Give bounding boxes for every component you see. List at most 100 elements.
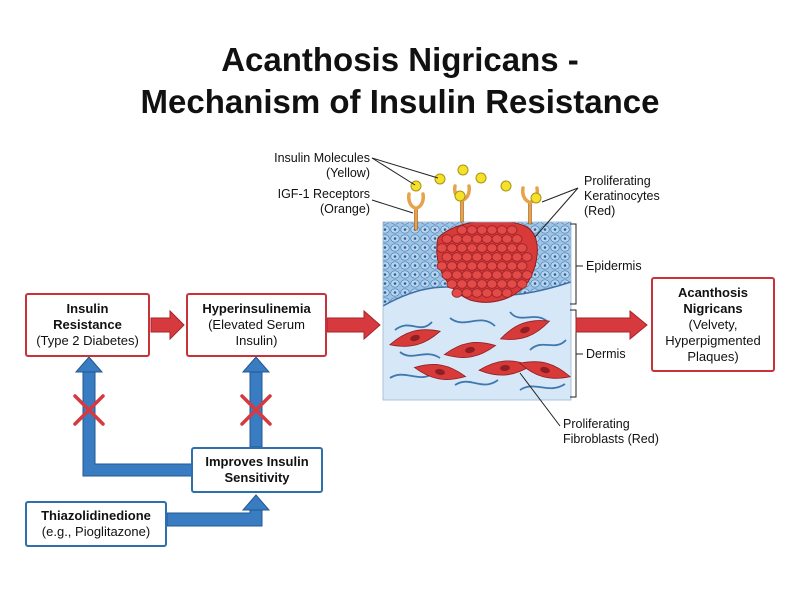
keratinocyte (466, 225, 478, 235)
keratinocyte (461, 288, 473, 298)
keratinocyte (471, 234, 483, 244)
skin-cross-section (383, 222, 571, 400)
keratinocyte (491, 234, 503, 244)
keratinocyte (471, 270, 483, 280)
keratinocyte (436, 261, 448, 271)
blue-arrows (74, 356, 271, 527)
keratinocyte (486, 225, 498, 235)
insulin-molecule (410, 180, 422, 192)
keratinocyte (496, 261, 508, 271)
fibroblast (413, 363, 467, 381)
insulin-molecule (530, 192, 542, 204)
block-marks (73, 394, 272, 426)
keratinocyte (446, 279, 458, 289)
keratinocyte (436, 243, 448, 253)
receptor-stem (460, 199, 464, 223)
fibroblasts-label: Proliferating Fibroblasts (Red) (563, 417, 659, 446)
keratinocyte (476, 225, 488, 235)
collagen-fiber (399, 351, 441, 359)
collagen-fiber (394, 321, 433, 331)
keratinocyte (481, 270, 493, 280)
insulin-molecules (410, 164, 542, 204)
igf1-receptor (407, 192, 425, 231)
fibroblast (499, 320, 551, 340)
title-line-2: Mechanism of Insulin Resistance (140, 83, 660, 120)
arrow-hyperinsulinemia-to-skin (326, 309, 381, 341)
keratinocyte (441, 270, 453, 280)
thiazolidinedione-box: Thiazolidinedione (e.g., Pioglitazone) (25, 501, 167, 547)
keratinocyte (481, 252, 493, 262)
fibroblast-nucleus (500, 364, 510, 372)
arrow-resistance-to-hyperinsulinemia (150, 309, 185, 341)
collagen-fiber (449, 317, 496, 327)
igf1-receptors-label: IGF-1 Receptors (Orange) (277, 187, 370, 216)
fibroblast (389, 329, 441, 347)
keratinocyte (491, 270, 503, 280)
keratinocyte (506, 225, 518, 235)
x-mark-left (73, 394, 105, 426)
keratinocyte (491, 252, 503, 262)
receptor-stem (414, 207, 418, 231)
keratinocyte (471, 252, 483, 262)
keratinocyte (476, 261, 488, 271)
keratinocyte (451, 288, 463, 298)
arrow-skin-to-acanthosis (575, 309, 648, 341)
title-line-1: Acanthosis Nigricans - (221, 41, 579, 78)
receptor-stem (528, 201, 532, 225)
receptor-arm-right (415, 192, 425, 210)
keratinocyte (516, 243, 528, 253)
keratinocyte (451, 234, 463, 244)
keratinocyte (441, 234, 453, 244)
insulin-resistance-box: Insulin Resistance (Type 2 Diabetes) (25, 293, 150, 357)
keratinocyte (476, 243, 488, 253)
keratinocyte (486, 279, 498, 289)
keratinocytes-label: Proliferating Keratinocytes (Red) (584, 174, 660, 218)
improves-insulin-sensitivity-box: Improves Insulin Sensitivity (191, 447, 323, 493)
keratinocyte (521, 252, 533, 262)
keratinocyte (481, 234, 493, 244)
receptor-arm-left (407, 192, 417, 210)
keratinocyte (486, 261, 498, 271)
keratinocyte (451, 252, 463, 262)
insulin-molecule (434, 173, 446, 185)
collagen-fiber (519, 383, 566, 391)
keratinocyte (461, 270, 473, 280)
keratinocyte (506, 279, 518, 289)
keratinocyte (521, 270, 533, 280)
keratinocyte (511, 270, 523, 280)
x-mark-right (240, 394, 272, 426)
fibroblast (519, 361, 571, 379)
pointer-lines (371, 157, 583, 427)
keratinocyte (486, 243, 498, 253)
insulin-molecules-label: Insulin Molecules (Yellow) (274, 151, 370, 180)
fibroblast-group (389, 311, 571, 391)
fibroblast (443, 341, 497, 359)
keratinocyte (501, 288, 513, 298)
keratinocyte (456, 225, 468, 235)
keratinocyte (466, 243, 478, 253)
keratinocyte (461, 234, 473, 244)
collagen-fiber (529, 339, 567, 351)
fibroblast-nucleus (435, 368, 445, 376)
keratinocyte (456, 243, 468, 253)
epidermis-label: Epidermis (586, 259, 642, 273)
dermis-label: Dermis (586, 347, 626, 361)
keratinocyte (491, 288, 503, 298)
insulin-molecule (475, 172, 487, 184)
keratinocyte (496, 243, 508, 253)
keratinocyte (446, 243, 458, 253)
fibroblast-nucleus (540, 366, 550, 374)
keratinocyte-cluster (436, 222, 538, 303)
keratinocyte (496, 225, 508, 235)
keratinocyte (471, 288, 483, 298)
receptor-arm-left (521, 186, 531, 204)
keratinocyte (466, 279, 478, 289)
fibroblast-nucleus (465, 346, 475, 354)
keratinocyte (476, 279, 488, 289)
insulin-molecule (454, 190, 466, 202)
collagen-fiber (454, 379, 499, 386)
keratinocyte (456, 261, 468, 271)
fibroblast-nucleus (410, 334, 420, 342)
keratinocyte (516, 279, 528, 289)
